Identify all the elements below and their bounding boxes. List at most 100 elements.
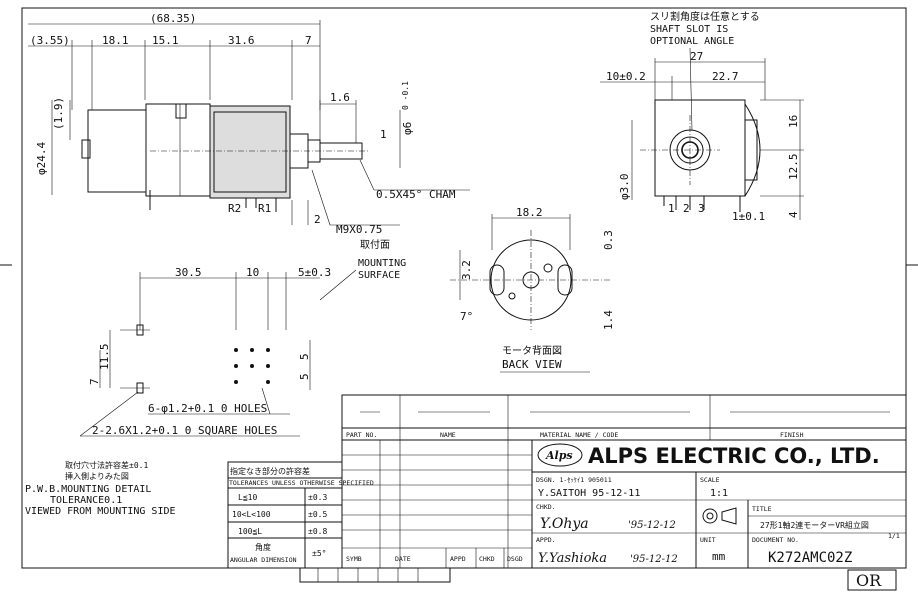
dim-overall: (68.35): [150, 12, 196, 25]
rev-col-appd: APPD: [450, 555, 466, 563]
pin-3: 3: [698, 202, 705, 215]
scale-label: SCALE: [700, 476, 720, 484]
appd-label: APPD.: [536, 536, 556, 544]
rev-col-symb: SYMB: [346, 555, 362, 563]
slot-note-en1: SHAFT SLOT IS: [650, 24, 728, 35]
pin-2: 2: [683, 202, 690, 215]
rev-col-chkd: CHKD: [479, 555, 495, 563]
dim-back-a: 3.2: [460, 260, 473, 280]
dim-back-c: 1.4: [602, 310, 615, 330]
dim-seg-2: 18.1: [102, 34, 129, 47]
mounting-detail: 30.5 10 5±0.3 取付面 MOUNTING SURFACE 11.5 …: [79, 238, 406, 437]
mount-surface-jp: 取付面: [360, 238, 390, 251]
chkd-label: CHKD.: [536, 503, 556, 511]
sheet-number: 1/1: [888, 532, 900, 540]
dim-mount-3: 5±0.3: [298, 266, 331, 279]
side-view: (68.35) (3.55) 18.1 15.1 31.6 7 (1.9) φ2…: [28, 12, 470, 236]
dsgn-value: Y.SAITOH 95-12-11: [538, 488, 640, 499]
mount-surface-en2: SURFACE: [358, 270, 400, 281]
dim-diameter: φ24.4: [35, 142, 48, 175]
back-view-title-jp: モータ背面図: [502, 344, 562, 357]
dim-h3: 4: [787, 211, 800, 218]
appd-signature: Y.Yashioka: [538, 551, 607, 566]
dim-mount-2: 10: [246, 266, 259, 279]
company-name: ALPS ELECTRIC CO., LTD.: [588, 444, 880, 468]
projection-symbol-icon: [702, 507, 737, 525]
chamfer-label: 0.5X45° CHAM: [376, 188, 456, 201]
dim-shaft-dia: φ6: [401, 122, 414, 135]
doc-label: DOCUMENT NO.: [752, 536, 799, 544]
dim-back-width: 18.2: [516, 206, 543, 219]
scale-value: 1:1: [710, 488, 728, 499]
tol-row3-tol: ±0.8: [308, 527, 327, 536]
dim-front-total: 27: [690, 50, 703, 63]
pwb-en1: P.W.B.MOUNTING DETAIL: [25, 484, 151, 495]
dim-mount-v1: 11.5: [98, 344, 111, 371]
dim-mount-v2: 7: [88, 378, 101, 385]
dim-one: 1: [380, 128, 387, 141]
dim-two: 2: [314, 213, 321, 226]
dim-mount-v3: 5: [298, 353, 311, 360]
label-r2: R2: [228, 202, 241, 215]
mount-surface-en1: MOUNTING: [358, 258, 406, 269]
dim-pitch: 1±0.1: [732, 210, 765, 223]
alps-logo: [537, 443, 583, 467]
label-r1: R1: [258, 202, 271, 215]
dim-seg-1: (3.55): [30, 34, 70, 47]
dim-seg-4: 31.6: [228, 34, 255, 47]
dim-mount-1: 30.5: [175, 266, 202, 279]
dim-hole: φ3.0: [618, 174, 631, 201]
front-view: スリ割角度は任意とする SHAFT SLOT IS OPTIONAL ANGLE…: [600, 10, 804, 223]
dim-shaft-len: 1.6: [330, 91, 350, 104]
chkd-signature: Y.Ohya: [540, 516, 589, 532]
slot-note-en2: OPTIONAL ANGLE: [650, 36, 734, 47]
dim-h2: 12.5: [787, 154, 800, 181]
dim-front-right: 22.7: [712, 70, 739, 83]
doc-value: K272AMC02Z: [768, 550, 852, 566]
tol-header-en: TOLERANCES UNLESS OTHERWISE SPECIFIED: [229, 479, 374, 487]
unit-value: mm: [712, 550, 726, 563]
square-holes-label: 2-2.6X1.2+0.1 0 SQUARE HOLES: [92, 424, 277, 437]
pin-1: 1: [668, 202, 675, 215]
holes-label: 6-φ1.2+0.1 0 HOLES: [148, 402, 267, 415]
dim-seg-5: 7: [305, 34, 312, 47]
tol-row1-range: L≦10: [238, 493, 257, 502]
chkd-date: '95-12-12: [628, 520, 676, 531]
pwb-en2: TOLERANCE0.1: [50, 495, 122, 506]
title-value: 27形1軸2連モーターVR組立図: [760, 520, 869, 530]
dim-gap: (1.9): [52, 97, 65, 130]
dim-back-angle: 7°: [460, 310, 473, 323]
tol-row2-tol: ±0.5: [308, 510, 327, 519]
title-block: PART NO. NAME MATERIAL NAME / CODE FINIS…: [341, 394, 907, 569]
col-name: NAME: [440, 431, 456, 439]
pwb-note: 取付穴寸法許容差±0.1 挿入側よりみた図 P.W.B.MOUNTING DET…: [25, 460, 176, 517]
dim-seg-3: 15.1: [152, 34, 179, 47]
tol-angle-en: ANGULAR DIMENSION: [230, 556, 297, 564]
appd-date: '95-12-12: [630, 554, 678, 565]
back-view-title-en: BACK VIEW: [502, 358, 562, 371]
or-mark: OR: [856, 571, 882, 590]
title-label: TITLE: [752, 505, 772, 513]
dim-shaft-tol: 0 -0.1: [401, 81, 410, 110]
pwb-jp2: 挿入側よりみた図: [65, 471, 129, 481]
pwb-en3: VIEWED FROM MOUNTING SIDE: [25, 506, 176, 517]
drawing-border: [21, 7, 907, 569]
tol-header-jp: 指定なき部分の許容差: [230, 466, 310, 476]
col-finish: FINISH: [780, 431, 804, 439]
tol-row3-range: 100≦L: [238, 527, 262, 536]
dim-back-b: 0.3: [602, 230, 615, 250]
dim-mount-v4: 5: [298, 373, 311, 380]
slot-note-jp: スリ割角度は任意とする: [650, 10, 760, 23]
pwb-jp1: 取付穴寸法許容差±0.1: [65, 460, 148, 470]
rev-col-date: DATE: [395, 555, 411, 563]
thread-label: M9X0.75: [336, 223, 382, 236]
dim-h1: 16: [787, 115, 800, 128]
col-material: MATERIAL NAME / CODE: [540, 431, 618, 439]
tol-angle-value: ±5°: [312, 549, 326, 558]
rev-col-dsgd: DSGD: [507, 555, 523, 563]
or-mark-box: [847, 569, 897, 591]
back-view: 18.2 3.2 7° 0.3 1.4 モータ背面図 BACK VIEW: [450, 206, 615, 373]
tolerance-table: 指定なき部分の許容差 TOLERANCES UNLESS OTHERWISE S…: [227, 461, 374, 569]
dsgn-label: DSGN. 1-ｾｯｹｲ1 905011: [536, 476, 612, 484]
